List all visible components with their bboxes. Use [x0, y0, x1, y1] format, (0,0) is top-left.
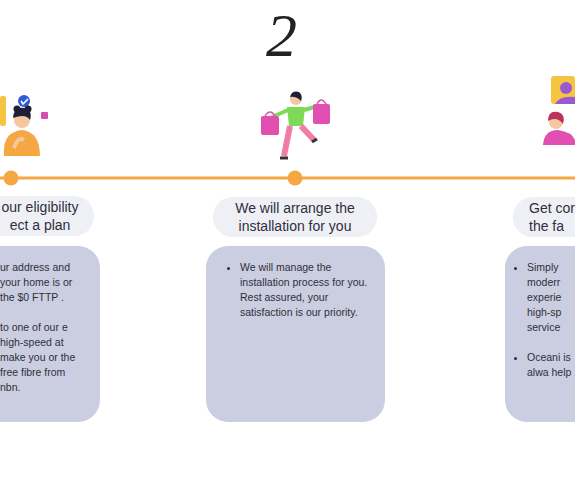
step-number: 2 [266, 0, 297, 71]
step-heading: We will arrange the installation for you [213, 197, 377, 237]
heading-text: Get cor the fa [529, 199, 575, 235]
heading-text: We will arrange the installation for you [223, 199, 367, 235]
bullet-list: Simply moderr experie high-sp serviceOce… [511, 260, 575, 380]
body-text: Simply moderr experie high-sp service [527, 260, 575, 335]
body-text: Oceani is alwa help [527, 350, 575, 380]
bullet-list: ur address and your home is or the $0 FT… [0, 260, 82, 395]
step-body: We will manage the installation process … [206, 246, 385, 422]
body-text: to one of our e high-speed at make you o… [0, 320, 82, 395]
step-heading: our eligibility ect a plan [0, 196, 94, 236]
heading-text: our eligibility ect a plan [0, 198, 80, 234]
body-text: We will manage the installation process … [240, 260, 369, 320]
timeline-dot [288, 171, 303, 186]
person-illustration [0, 95, 48, 156]
bullet-list: We will manage the installation process … [224, 260, 369, 320]
step-body: Simply moderr experie high-sp serviceOce… [505, 246, 575, 422]
timeline-dot [4, 171, 19, 186]
step-heading: Get cor the fa [513, 197, 575, 237]
person-illustration [543, 76, 575, 145]
body-text: ur address and your home is or the $0 FT… [0, 260, 82, 305]
shopper-illustration [261, 92, 330, 158]
step-body: ur address and your home is or the $0 FT… [0, 246, 100, 422]
